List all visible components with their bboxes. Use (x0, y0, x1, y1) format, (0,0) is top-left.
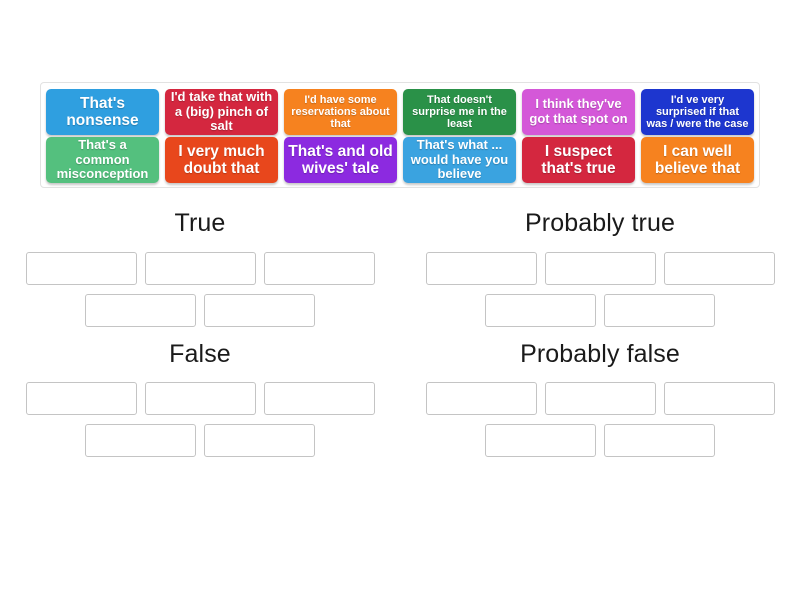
quadrant-probably-true-title: Probably true (525, 209, 675, 237)
quadrant-probably-false-slot-row-1 (400, 382, 800, 415)
quadrant-row-bottom: False Probably false (0, 336, 800, 467)
sorting-board: True Probably true False Probably false (0, 205, 800, 466)
tile-4[interactable]: That doesn't surprise me in the least (403, 89, 516, 135)
quadrant-probably-false-drop-slot[interactable] (485, 424, 596, 457)
tile-11[interactable]: I suspect that's true (522, 137, 635, 183)
tile-10[interactable]: That's what ... would have you believe (403, 137, 516, 183)
quadrant-false-slot-row-2 (0, 424, 400, 457)
quadrant-true-slot-row-2 (0, 293, 400, 327)
quadrant-false: False (0, 336, 400, 467)
tile-8[interactable]: I very much doubt that (165, 137, 278, 183)
quadrant-probably-true-slot-row-1 (400, 251, 800, 285)
quadrant-false-drop-slot[interactable] (144, 382, 256, 415)
quadrant-false-drop-slot[interactable] (25, 382, 137, 415)
quadrant-probably-true-drop-slot[interactable] (604, 293, 715, 327)
quadrant-false-slot-row-1 (0, 382, 400, 415)
quadrant-false-drop-slot[interactable] (263, 382, 375, 415)
quadrant-true-drop-slot[interactable] (85, 293, 196, 327)
quadrant-probably-true-slot-row-2 (400, 293, 800, 327)
quadrant-true-drop-slot[interactable] (204, 293, 315, 327)
quadrant-true-drop-slot[interactable] (263, 251, 375, 285)
quadrant-row-top: True Probably true (0, 205, 800, 336)
quadrant-probably-true-drop-slot[interactable] (485, 293, 596, 327)
quadrant-true-title: True (174, 209, 226, 237)
quadrant-true: True (0, 205, 400, 336)
tile-3[interactable]: I'd have some reservations about that (284, 89, 397, 135)
quadrant-probably-false-drop-slot[interactable] (663, 382, 775, 415)
tile-7[interactable]: That's a common misconception (46, 137, 159, 183)
quadrant-probably-false-title: Probably false (520, 339, 680, 368)
quadrant-false-drop-slot[interactable] (204, 424, 315, 457)
quadrant-probably-false-drop-slot[interactable] (544, 382, 656, 415)
quadrant-probably-true-drop-slot[interactable] (663, 251, 775, 285)
quadrant-false-title: False (169, 339, 231, 368)
quadrant-probably-true: Probably true (400, 205, 800, 336)
quadrant-true-drop-slot[interactable] (25, 251, 137, 285)
quadrant-probably-false-drop-slot[interactable] (604, 424, 715, 457)
quadrant-probably-true-drop-slot[interactable] (544, 251, 656, 285)
quadrant-probably-false-drop-slot[interactable] (425, 382, 537, 415)
quadrant-probably-false-slot-row-2 (400, 424, 800, 457)
quadrant-probably-false: Probably false (400, 336, 800, 467)
quadrant-probably-true-drop-slot[interactable] (425, 251, 537, 285)
quadrant-false-drop-slot[interactable] (85, 424, 196, 457)
tile-6[interactable]: I'd ve very surprised if that was / were… (641, 89, 754, 135)
tile-1[interactable]: That's nonsense (46, 89, 159, 135)
tile-2[interactable]: I'd take that with a (big) pinch of salt (165, 89, 278, 135)
tile-9[interactable]: That's and old wives' tale (284, 137, 397, 183)
tile-5[interactable]: I think they've got that spot on (522, 89, 635, 135)
quadrant-true-slot-row-1 (0, 251, 400, 285)
quadrant-true-drop-slot[interactable] (144, 251, 256, 285)
tile-12[interactable]: I can well believe that (641, 137, 754, 183)
